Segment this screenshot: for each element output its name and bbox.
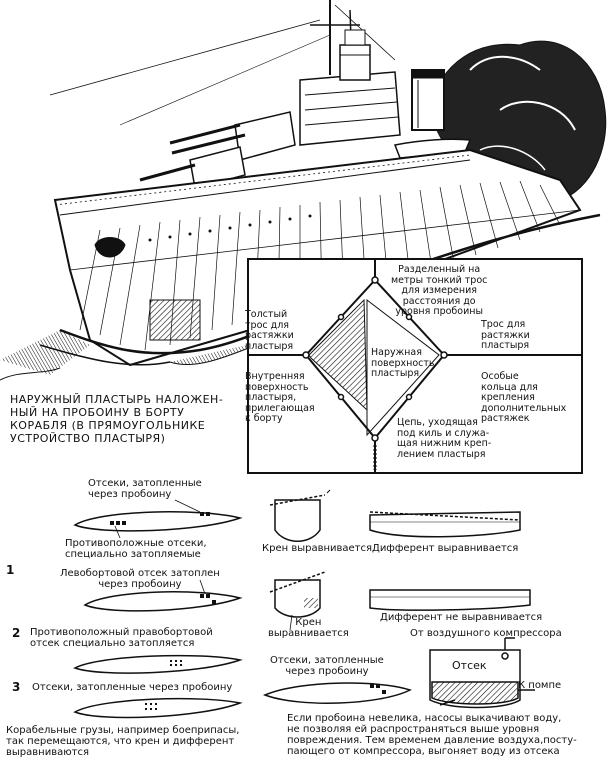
label-right-rope: Трос для растяжки пластыря <box>481 319 530 351</box>
row2-diagrams <box>83 571 531 618</box>
row4-diagrams <box>73 682 412 719</box>
row1-flooded-label: Отсеки, затопленные через пробоину <box>88 478 202 500</box>
row4-number: 3 <box>12 680 21 694</box>
leader-lines <box>114 499 293 631</box>
row1-diagrams <box>73 489 521 542</box>
label-thick-rope: Толстый трос для растяжки пластыря <box>245 309 294 352</box>
row4-flooded-label: Отсеки, затопленные через пробоину <box>32 682 233 693</box>
patch-inset: Разделенный на метры тонкий трос для изм… <box>245 258 583 474</box>
label-rings: Особые кольца для крепления дополнительн… <box>481 371 567 424</box>
hull-cross-section <box>274 499 321 542</box>
row1-counter-label: Противоположные отсеки, специально затоп… <box>65 538 207 560</box>
compressor-diagram <box>429 637 535 709</box>
hull-top-view <box>73 511 243 532</box>
row2-number: 1 <box>6 563 15 577</box>
label-inner-surface: Внутренняя поверхность пластыря, прилега… <box>245 371 315 424</box>
label-chain: Цепь, уходящая под киль и служа- щая ниж… <box>397 417 492 460</box>
row3-number: 2 <box>12 626 21 640</box>
row3-counter-label: Противоположный правобортовой отсек спец… <box>30 627 213 649</box>
from-compressor-label: От воздушного компрессора <box>410 628 562 639</box>
row4-flooded-label-2: Отсеки, затопленные через пробоину <box>270 655 384 677</box>
label-outer-surface: Наружная поверхность пластыря <box>371 347 435 379</box>
row1-heel-text: Крен выравнивается <box>262 543 373 554</box>
compartment-label: Отсек <box>452 659 487 672</box>
warship-drawing <box>0 0 607 381</box>
label-measuring-rope: Разделенный на метры тонкий трос для изм… <box>391 264 488 317</box>
row3-diagrams <box>73 654 243 674</box>
row2-trim-text: Дифферент не выравнивается <box>380 612 543 623</box>
ship-caption: НАРУЖНЫЙ ПЛАСТЫРЬ НАЛОЖЕН- НЫЙ НА ПРОБОИ… <box>10 393 224 445</box>
row1-trim-text: Дифферент выравнивается <box>372 543 519 554</box>
row4-cargo-text: Корабельные грузы, например боеприпасы, … <box>6 725 240 758</box>
row2-heel-text: Крен выравнивается <box>268 617 349 639</box>
compressor-note: Если пробоина невелика, насосы выкачиваю… <box>287 713 577 757</box>
row2-flooded-label: Левобортовой отсек затоплен через пробои… <box>60 568 220 590</box>
patch-device-diagram <box>249 260 581 472</box>
to-pump-label: К помпе <box>518 680 562 691</box>
